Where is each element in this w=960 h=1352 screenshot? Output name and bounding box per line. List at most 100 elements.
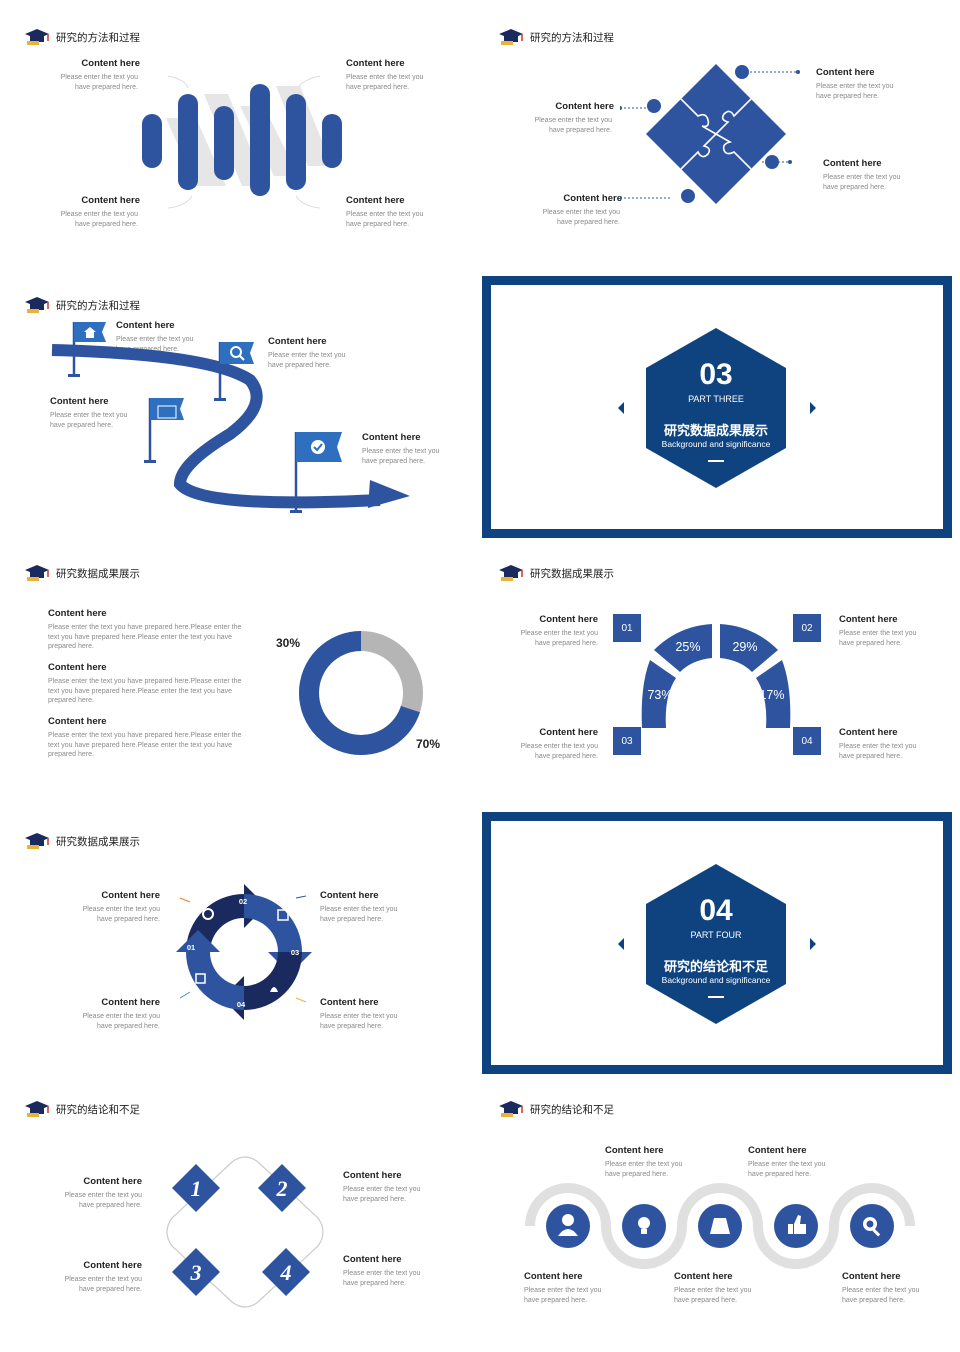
edit-icon — [277, 909, 289, 921]
lightbulb-icon — [638, 1217, 650, 1234]
cycle-diagram: 02 03 04 01 — [176, 884, 312, 1020]
prev-arrow-icon[interactable] — [618, 938, 624, 950]
content-title: Content here — [539, 727, 598, 738]
slide-title: 研究的方法和过程 — [56, 299, 140, 312]
content-title: Content here — [50, 396, 109, 407]
puzzle-graphic — [620, 64, 800, 204]
slide-method-puzzle: 研究的方法和过程 Content here Please enter the t… — [474, 6, 948, 270]
content-title: Content here — [83, 1260, 142, 1271]
content-title: Content here — [343, 1254, 402, 1265]
slide-title: 研究的方法和过程 — [56, 31, 140, 44]
arc-pct-17: 17% — [759, 688, 784, 702]
content-title: Content here — [816, 67, 875, 78]
content-title: Content here — [605, 1145, 664, 1156]
next-arrow-icon[interactable] — [810, 402, 816, 414]
content-title: Content here — [346, 58, 405, 69]
content-desc: Please enter the text you have prepared … — [542, 209, 620, 226]
slide-data-cycle: 研究数据成果展示 Content here Please enter the t… — [0, 810, 474, 1074]
slide-title: 研究的结论和不足 — [56, 1103, 140, 1116]
home-icon — [84, 327, 96, 338]
content-desc: Please enter the text you have prepared … — [48, 624, 242, 650]
graduation-cap-icon — [25, 29, 49, 45]
graduation-cap-icon — [499, 1101, 523, 1117]
diamond-diagram: 1 2 3 4 — [166, 1156, 324, 1308]
wave-diagram — [525, 1183, 915, 1269]
check-icon — [311, 440, 325, 454]
slide-header: 研究的方法和过程 — [498, 26, 614, 48]
graduation-cap-icon — [499, 29, 523, 45]
content-desc: Please enter the text you have prepared … — [60, 211, 138, 228]
content-desc: Please enter the text you have prepared … — [605, 1161, 683, 1178]
tile-04: 04 — [793, 727, 821, 755]
content-title: Content here — [81, 195, 140, 206]
arc-pct-29: 29% — [732, 640, 757, 654]
content-title: Content here — [563, 193, 622, 204]
slide-conclusion-wave: 研究的结论和不足 Content here Please enter the t… — [474, 1078, 948, 1342]
content-title: Content here — [48, 608, 107, 619]
arc-pct-25: 25% — [675, 640, 700, 654]
slide-title: 研究数据成果展示 — [56, 835, 140, 848]
section-hexagon: 04 PART FOUR 研究的结论和不足 Background and sig… — [646, 864, 786, 1026]
section-part: PART THREE — [688, 394, 744, 404]
slide-header: 研究数据成果展示 — [24, 562, 140, 584]
money-bag-icon — [710, 1218, 730, 1234]
content-desc: Please enter the text you have prepared … — [343, 1186, 421, 1203]
content-title: Content here — [81, 58, 140, 69]
graduation-cap-icon — [25, 565, 49, 581]
slide-title: 研究数据成果展示 — [530, 567, 614, 580]
section-part: PART FOUR — [690, 930, 742, 940]
slide-data-arc: 研究数据成果展示 Content here Please enter the t… — [474, 542, 948, 806]
section-hexagon: 03 PART THREE 研究数据成果展示 Background and si… — [646, 328, 786, 490]
content-title: Content here — [343, 1170, 402, 1181]
slide-conclusion-diamonds: 研究的结论和不足 Content here Please enter the t… — [0, 1078, 474, 1342]
slide-method-flags: 研究的方法和过程 Content here Please enter the t… — [0, 274, 474, 538]
content-title: Content here — [101, 890, 160, 901]
content-desc: Please enter the text you have prepared … — [346, 211, 424, 228]
content-title: Content here — [748, 1145, 807, 1156]
diamond-num-2: 2 — [276, 1176, 288, 1201]
content-title: Content here — [524, 1271, 583, 1282]
content-desc: Please enter the text you have prepared … — [816, 83, 894, 100]
slide-header: 研究的结论和不足 — [24, 1098, 140, 1120]
cycle-num-04: 04 — [237, 1000, 246, 1009]
content-desc: Please enter the text you have prepared … — [60, 74, 138, 91]
content-title: Content here — [320, 997, 379, 1008]
content-desc: Please enter the text you have prepared … — [82, 1013, 160, 1030]
content-desc: Please enter the text you have prepared … — [534, 117, 612, 134]
cycle-num-02: 02 — [239, 897, 247, 906]
content-desc: Please enter the text you have prepared … — [320, 1013, 398, 1030]
section-subtitle: Background and significance — [661, 975, 771, 985]
slide-header: 研究的方法和过程 — [24, 294, 140, 316]
section-title: 研究数据成果展示 — [663, 423, 768, 438]
diamond-num-3: 3 — [190, 1260, 202, 1285]
prev-arrow-icon[interactable] — [618, 402, 624, 414]
chart-icon — [157, 405, 177, 419]
slide-header: 研究的结论和不足 — [498, 1098, 614, 1120]
content-title: Content here — [101, 997, 160, 1008]
content-title: Content here — [48, 662, 107, 673]
content-desc: Please enter the text you have prepared … — [346, 74, 424, 91]
content-title: Content here — [674, 1271, 733, 1282]
thumbs-up-icon — [788, 1215, 806, 1234]
content-title: Content here — [320, 890, 379, 901]
content-desc: Please enter the text you have prepared … — [520, 743, 598, 760]
content-desc: Please enter the text you have prepared … — [48, 678, 242, 704]
next-arrow-icon[interactable] — [810, 938, 816, 950]
donut-label-30: 30% — [276, 636, 301, 650]
content-desc: Please enter the text you have prepared … — [524, 1287, 602, 1304]
bars-graphic — [142, 75, 342, 209]
content-desc: Please enter the text you have prepared … — [64, 1276, 142, 1293]
slide-header: 研究数据成果展示 — [498, 562, 614, 584]
graduation-cap-icon — [499, 565, 523, 581]
content-desc: Please enter the text you have prepared … — [320, 906, 398, 923]
content-title: Content here — [116, 320, 175, 331]
graduation-cap-icon — [25, 1101, 49, 1117]
winding-road-graphic — [51, 322, 410, 513]
graduation-cap-icon — [25, 297, 49, 313]
slide-section-04: 04 PART FOUR 研究的结论和不足 Background and sig… — [478, 810, 952, 1074]
section-number: 03 — [699, 358, 733, 391]
content-desc: Please enter the text you have prepared … — [48, 732, 242, 758]
section-subtitle: Background and significance — [661, 439, 771, 449]
slide-data-donut: 研究数据成果展示 Content here Please enter the t… — [0, 542, 474, 806]
content-title: Content here — [362, 432, 421, 443]
